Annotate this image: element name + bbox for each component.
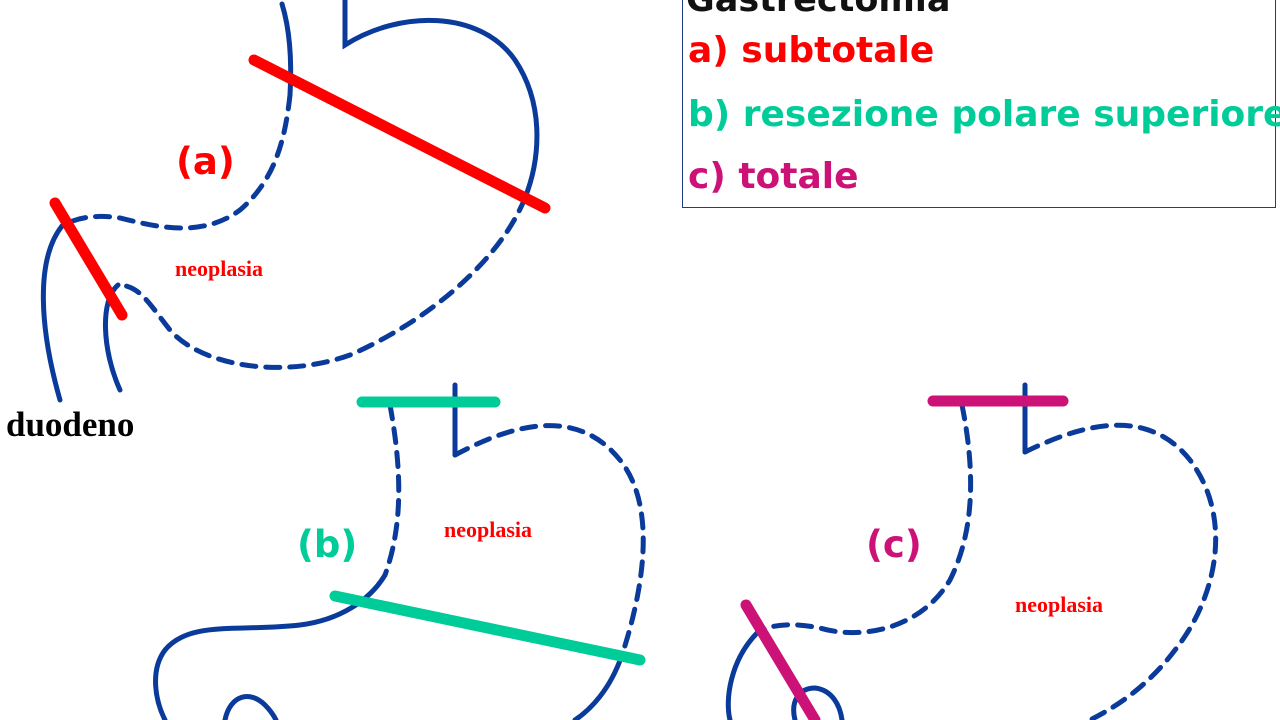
legend-item-upper-polar-resection: b) resezione polare superiore [688,94,1280,135]
stomach-b [153,382,646,720]
duodenum-outer [40,223,65,403]
stomach-b-fundus [452,423,646,658]
stomach-b-duodenum [222,694,279,720]
stomach-c-lesser-curvature [755,402,974,636]
label-c: (c) [866,523,922,566]
neoplasia-label-b: neoplasia [444,517,533,542]
cut-line-a-pylorus [49,197,128,321]
stomach-a [40,0,540,403]
stomach-b-esophagus-left [382,402,402,578]
stomach-b-lesser-curvature [153,572,388,720]
stomach-c-greater-curvature [1022,422,1219,720]
neoplasia-label-a: neoplasia [175,256,264,281]
stomach-c [725,382,1219,720]
legend-item-subtotal: a) subtotale [688,30,935,71]
stomach-c-duodenum-outer [725,629,761,720]
stomach-a-fundus [342,0,540,201]
label-b: (b) [297,523,358,566]
cut-lines-a [49,54,551,321]
cut-lines-c [740,395,1069,720]
legend-box [682,0,1276,208]
label-a: (a) [176,140,235,183]
stomach-b-greater-curvature [572,652,625,720]
legend-title: Gastrectomia [686,0,951,20]
cut-line-a-proximal [248,54,551,214]
stomach-a-greater-curvature [115,195,528,370]
cut-line-c-pylorus [740,599,821,720]
legend-item-total: c) totale [688,156,859,197]
cut-lines-b [329,396,646,666]
duodeno-label: duodeno [6,405,135,444]
cut-line-b-body [329,590,646,666]
stomach-c-duodenum-inner [791,685,845,720]
neoplasia-label-c: neoplasia [1015,592,1104,617]
stomach-a-lesser-curvature [59,92,293,231]
